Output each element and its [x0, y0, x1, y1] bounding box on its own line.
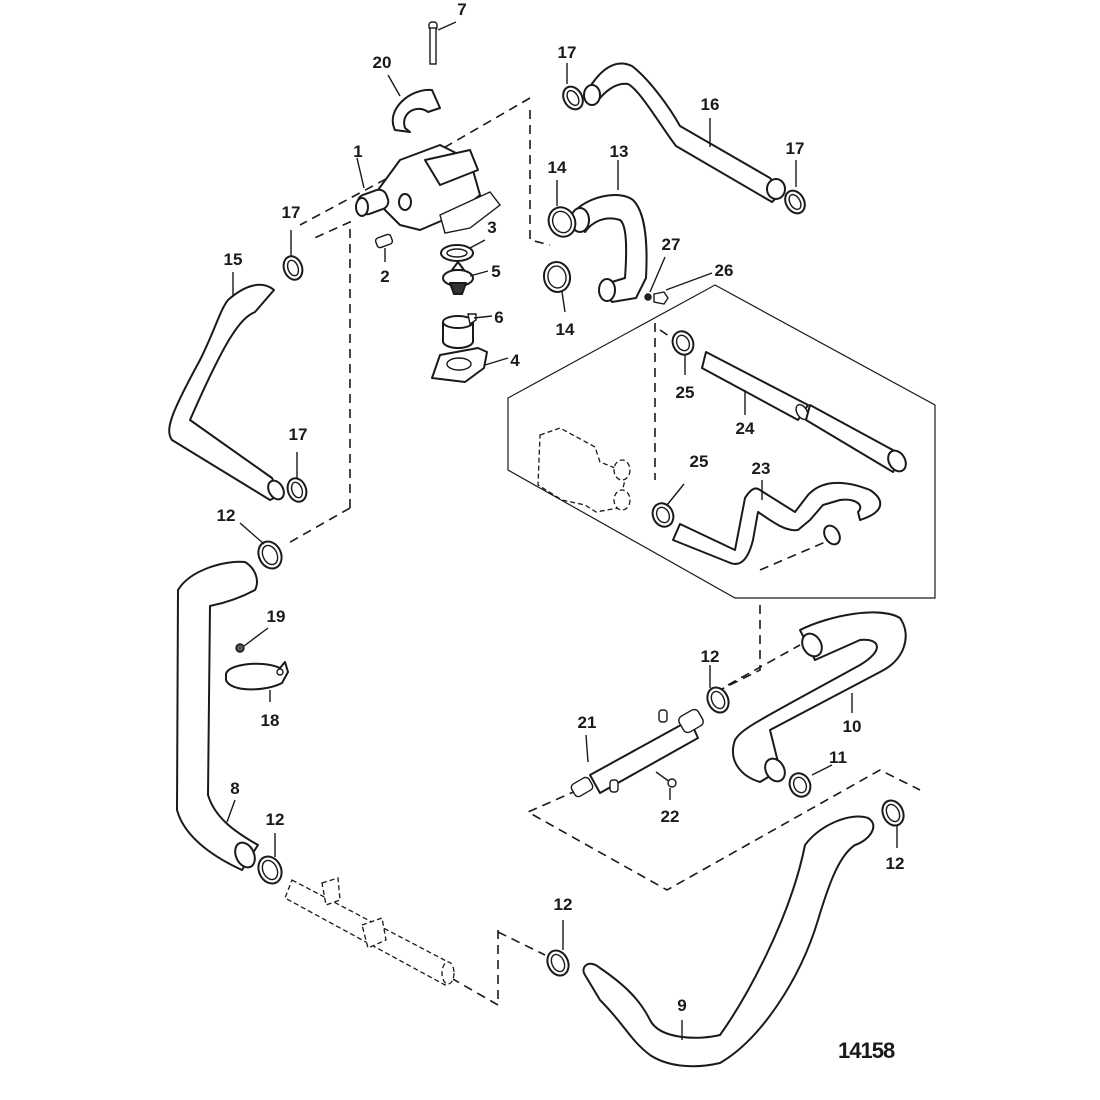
subassembly-outline	[507, 284, 936, 599]
part-11-hose-clamp	[788, 764, 833, 798]
part-17-hose-clamp-top	[562, 63, 584, 111]
part-25-hose-clamp-upper	[671, 330, 695, 375]
part-26-fitting	[653, 272, 713, 305]
callout-13: 13	[610, 142, 629, 161]
part-12-hose-clamp-b	[706, 665, 730, 714]
callout-2: 2	[380, 267, 389, 286]
guide-line	[719, 605, 761, 691]
part-4-gasket-plate	[431, 347, 509, 383]
callout-23: 23	[752, 459, 771, 478]
callout-19: 19	[267, 607, 286, 626]
callout-17-top: 17	[558, 43, 577, 62]
callout-4: 4	[510, 351, 520, 370]
part-12-hose-clamp-c	[257, 833, 283, 885]
callout-26: 26	[715, 261, 734, 280]
part-8-hose	[176, 560, 259, 871]
part-14-hose-clamp-upper	[547, 180, 577, 238]
guide-line	[299, 97, 531, 226]
part-20-clamp-bracket	[387, 74, 441, 133]
part-10-u-hose	[732, 611, 907, 783]
callout-9: 9	[677, 996, 686, 1015]
part-12-hose-clamp-d	[881, 799, 905, 848]
part-14-hose-clamp-lower	[542, 261, 572, 313]
part-5-thermostat	[442, 261, 489, 295]
callout-25-upper: 25	[676, 383, 695, 402]
reference-pump-ghost	[537, 427, 631, 513]
reference-pipe-ghost	[284, 877, 455, 986]
callout-8: 8	[230, 779, 239, 798]
part-17-hose-clamp-left-top	[282, 230, 304, 281]
callout-12-e: 12	[554, 895, 573, 914]
callout-12-c: 12	[266, 810, 285, 829]
guide-line	[529, 110, 551, 246]
part-22-screw	[655, 771, 677, 800]
callout-14-upper: 14	[548, 158, 567, 177]
guide-line	[284, 507, 351, 546]
part-12-hose-clamp-a	[239, 522, 283, 570]
assembly-guide-lines	[284, 97, 921, 1007]
callout-25-lower: 25	[690, 452, 709, 471]
callout-labels: 7 20 1 2 3 5 6 4 17 16 17 14 13 27 26 14…	[217, 0, 905, 1015]
part-17-hose-clamp-right	[784, 160, 806, 215]
part-1-thermostat-housing	[355, 144, 501, 234]
callout-17-left-bottom: 17	[289, 425, 308, 444]
callout-16: 16	[701, 95, 720, 114]
part-25-hose-clamp-lower	[651, 483, 685, 528]
part-21-fitting	[570, 708, 704, 798]
part-16-hose	[583, 62, 786, 203]
callout-10: 10	[843, 717, 862, 736]
callout-21: 21	[578, 713, 597, 732]
part-6-sleeve	[442, 313, 493, 349]
callout-20: 20	[373, 53, 392, 72]
callout-15: 15	[224, 250, 243, 269]
part-9-hose	[582, 815, 875, 1068]
guide-line	[309, 220, 351, 508]
callout-3: 3	[487, 218, 496, 237]
part-12-hose-clamp-e	[546, 920, 570, 977]
part-17-hose-clamp-left-bottom	[286, 452, 308, 503]
callout-5: 5	[491, 262, 500, 281]
callout-7: 7	[457, 0, 466, 19]
part-7-bolt	[428, 21, 457, 65]
part-23-formed-hose	[672, 480, 882, 565]
callout-12-b: 12	[701, 647, 720, 666]
guide-line	[727, 644, 801, 686]
part-15-hose	[168, 272, 285, 501]
callout-24: 24	[736, 419, 755, 438]
callout-12-d: 12	[886, 854, 905, 873]
callout-17-left-top: 17	[282, 203, 301, 222]
callout-12-a: 12	[217, 506, 236, 525]
guide-line	[759, 539, 831, 571]
callout-1: 1	[353, 142, 362, 161]
part-13-elbow-hose	[570, 160, 648, 303]
part-3-gasket-ring	[440, 239, 486, 262]
callout-27: 27	[662, 235, 681, 254]
part-27-washer	[644, 256, 666, 301]
figure-number: 14158	[838, 1038, 895, 1063]
callout-14-lower: 14	[556, 320, 575, 339]
part-24-hose	[701, 351, 907, 473]
callout-17-right: 17	[786, 139, 805, 158]
callout-22: 22	[661, 807, 680, 826]
callout-11: 11	[829, 748, 847, 767]
part-2-plug	[374, 233, 394, 262]
part-19-nut	[235, 627, 269, 653]
callout-6: 6	[494, 308, 503, 327]
part-18-p-clip	[225, 661, 289, 702]
guide-line	[497, 931, 546, 956]
callout-18: 18	[261, 711, 280, 730]
guide-line	[526, 769, 921, 891]
